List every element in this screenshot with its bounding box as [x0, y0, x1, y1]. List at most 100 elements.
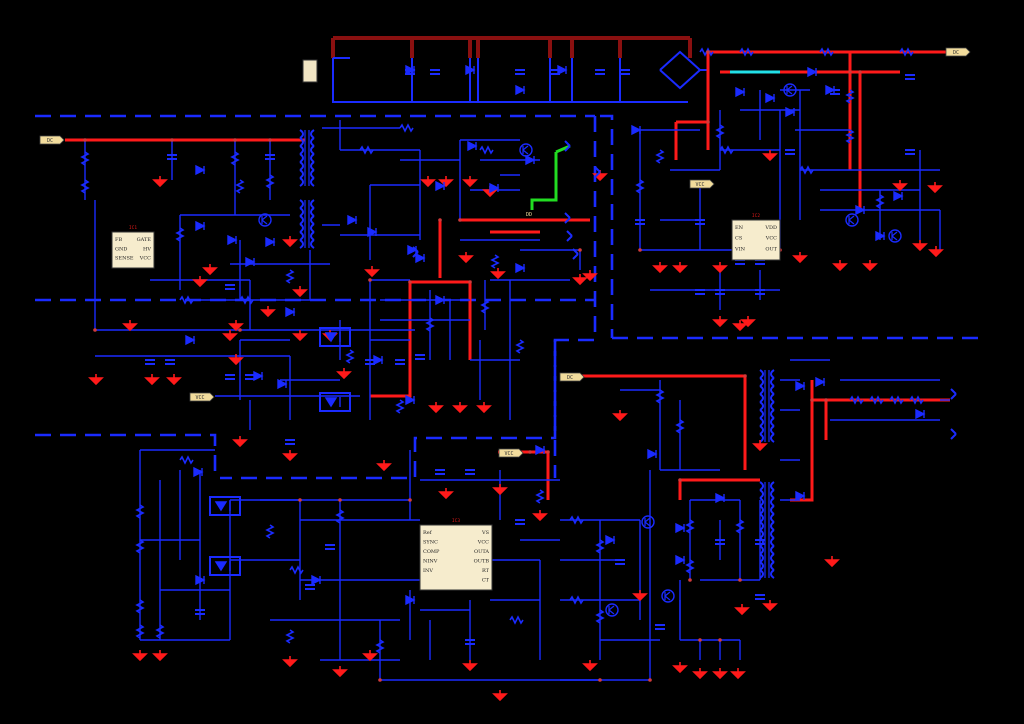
connector-arrow	[566, 230, 573, 242]
connector-arrow	[564, 212, 571, 224]
ground-symbol	[732, 320, 748, 332]
junction-dot	[408, 280, 412, 284]
net-tag-shape	[498, 448, 524, 458]
winding	[759, 417, 764, 427]
ic-body	[111, 231, 155, 269]
diode	[193, 466, 204, 478]
wiring	[65, 36, 950, 681]
dc-bus	[410, 280, 472, 360]
winding	[310, 161, 315, 171]
winding	[770, 497, 775, 507]
winding	[759, 393, 764, 403]
diode	[405, 64, 416, 76]
optocoupler	[319, 392, 351, 412]
winding	[770, 489, 775, 499]
ground-symbol	[462, 660, 478, 672]
diode	[715, 492, 726, 504]
ic-pin-label: SENSE	[115, 256, 134, 262]
winding	[299, 223, 304, 233]
ground-symbol	[582, 660, 598, 672]
ground-symbol	[792, 252, 808, 264]
resistor	[239, 295, 254, 305]
resistor	[285, 269, 295, 284]
net-tag-shape	[559, 372, 585, 382]
ic-pin-label: COMP	[423, 549, 440, 555]
resistor	[595, 539, 605, 554]
ground-symbol	[222, 330, 238, 342]
ground-symbol	[282, 236, 298, 248]
resistor	[135, 624, 145, 639]
diode	[489, 182, 500, 194]
resistor	[799, 165, 814, 175]
winding	[759, 489, 764, 499]
net-tag-label: DC	[567, 375, 573, 381]
winding	[310, 239, 315, 249]
diode	[795, 490, 806, 502]
junction-dot	[378, 678, 382, 682]
resistor	[490, 254, 500, 269]
diode	[675, 554, 686, 566]
ground-symbol	[462, 176, 478, 188]
ground-symbol	[692, 668, 708, 680]
diode	[605, 534, 616, 546]
ic-title: IC2	[752, 213, 760, 219]
winding	[759, 425, 764, 435]
transistor	[605, 603, 619, 617]
diode	[347, 214, 358, 226]
winding	[759, 569, 764, 579]
resistor	[635, 179, 645, 194]
ground-symbol	[712, 668, 728, 680]
ground-symbol	[292, 330, 308, 342]
winding	[770, 369, 775, 379]
boundary-line	[220, 116, 597, 480]
junction-dot	[648, 678, 652, 682]
ground-symbol	[672, 262, 688, 274]
diode	[557, 64, 568, 76]
ic-pin-label: VIN	[734, 246, 746, 252]
diode	[195, 220, 206, 232]
ground-symbol	[752, 440, 768, 452]
diode	[285, 306, 296, 318]
ground-symbol	[927, 182, 943, 194]
ground-symbol	[364, 266, 380, 278]
winding	[770, 425, 775, 435]
resistor	[819, 47, 834, 57]
resistor	[509, 615, 524, 625]
connector-arrow	[594, 166, 601, 178]
winding	[299, 161, 304, 171]
connector-arrow	[564, 140, 571, 152]
ground-symbol	[292, 286, 308, 298]
resistor	[685, 559, 695, 574]
junction-dot	[810, 398, 814, 402]
winding	[770, 393, 775, 403]
ic-pin-label: Ref	[423, 530, 433, 536]
winding	[310, 177, 315, 187]
winding	[770, 505, 775, 515]
winding	[759, 369, 764, 379]
winding	[770, 433, 775, 443]
net-tag: DC	[945, 47, 971, 57]
winding	[770, 401, 775, 411]
winding	[759, 505, 764, 515]
ground-symbol	[228, 320, 244, 332]
diode	[647, 448, 658, 460]
diode	[807, 66, 818, 78]
resistor	[175, 227, 185, 242]
ground-symbol	[734, 604, 750, 616]
diode	[735, 86, 746, 98]
ground-symbol	[458, 252, 474, 264]
net-tag: DC	[39, 135, 65, 145]
ic-pin-label: GATE	[137, 237, 152, 243]
ground-symbol	[612, 410, 628, 422]
diode	[467, 140, 478, 152]
diode	[825, 84, 836, 96]
ground-symbol	[438, 176, 454, 188]
junction-dot	[824, 398, 828, 402]
resistor	[889, 395, 904, 405]
diode	[875, 230, 886, 242]
integrated-circuits: IC1FBGNDSENSEGATEHVVCCIC2ENCSVINVDDVCCOU…	[111, 213, 781, 591]
winding	[759, 553, 764, 563]
diode	[435, 180, 446, 192]
